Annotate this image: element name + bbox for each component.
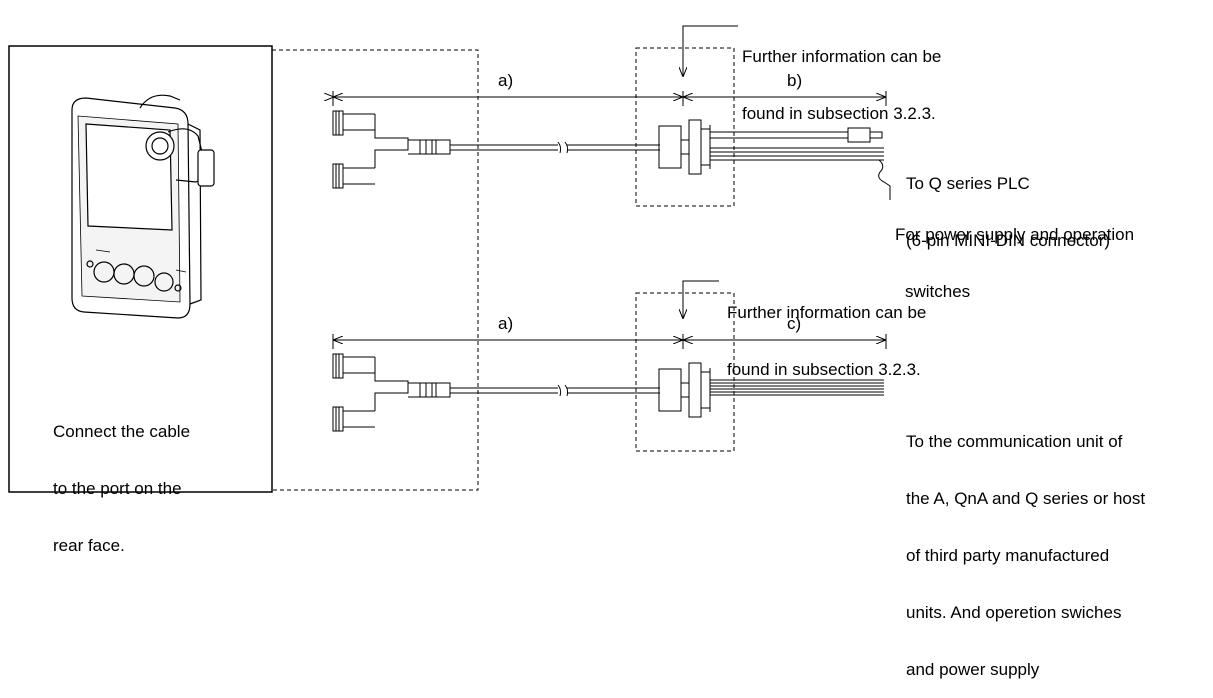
bottom-segment-c-label: c) [787, 314, 802, 333]
power-line: switches [905, 282, 971, 301]
note-line: Further information can be [742, 47, 942, 66]
device-caption-line: Connect the cable [53, 422, 191, 441]
destination-line: the A, QnA and Q series or host [906, 489, 1146, 508]
cable-diagram [8, 25, 891, 493]
device-caption: Connect the cable to the port on the rea… [53, 384, 190, 574]
device-callout-box [272, 49, 479, 491]
power-line: For power supply and operation [895, 225, 1135, 244]
device-caption-line: rear face. [53, 536, 125, 555]
destination-line: units. And operetion swiches [906, 603, 1122, 622]
top-segment-b-label: b) [787, 71, 803, 90]
plc-line: To Q series PLC [906, 174, 1030, 193]
bottom-segment-a-label: a) [498, 314, 514, 333]
destination-line: and power supply [906, 660, 1040, 679]
device-caption-line: to the port on the [53, 479, 182, 498]
bottom-further-info-note: Further information can be found in subs… [727, 265, 926, 398]
device-panel-frame [8, 45, 273, 493]
plc-destination-label: To Q series PLC (6-pin MINI-DIN connecto… [906, 136, 1110, 269]
top-cable [333, 25, 891, 207]
destination-line: of third party manufactured [906, 546, 1110, 565]
destination-line: To the communication unit of [906, 432, 1123, 451]
note-line: found in subsection 3.2.3. [727, 360, 921, 379]
top-further-info-note: Further information can be found in subs… [742, 9, 941, 142]
bottom-cable [332, 280, 887, 452]
note-line: found in subsection 3.2.3. [742, 104, 936, 123]
gt-device-illustration [71, 94, 215, 319]
note-line: Further information can be [727, 303, 927, 322]
power-switch-label: For power supply and operation switches [895, 187, 1134, 320]
top-segment-a-label: a) [498, 71, 514, 90]
plc-line: (6-pin MINI-DIN connector) [906, 231, 1111, 250]
communication-unit-destination-label: To the communication unit of the A, QnA … [906, 394, 1145, 698]
